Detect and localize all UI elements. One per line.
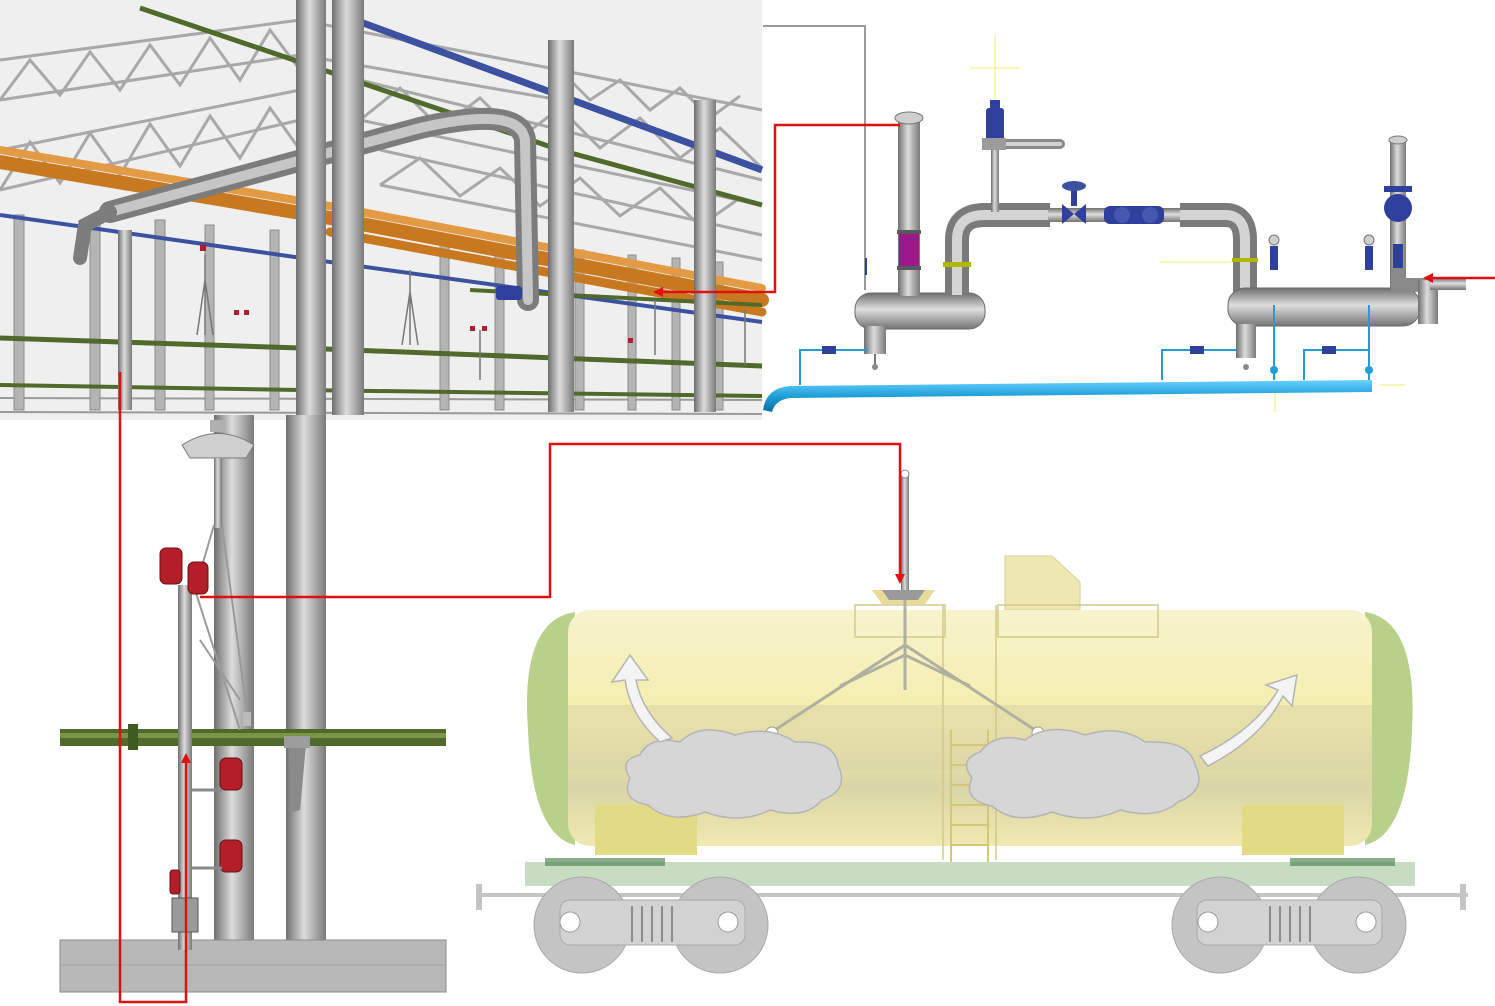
- loading-riser-sprinkler-icon: [59, 415, 447, 993]
- steam-separator-piping-icon: [763, 25, 1466, 412]
- red-flow-arrow-icon: [118, 123, 1495, 1004]
- rail-tank-car-icon: [476, 469, 1468, 974]
- pipe-rack-structure-icon: [0, 0, 769, 420]
